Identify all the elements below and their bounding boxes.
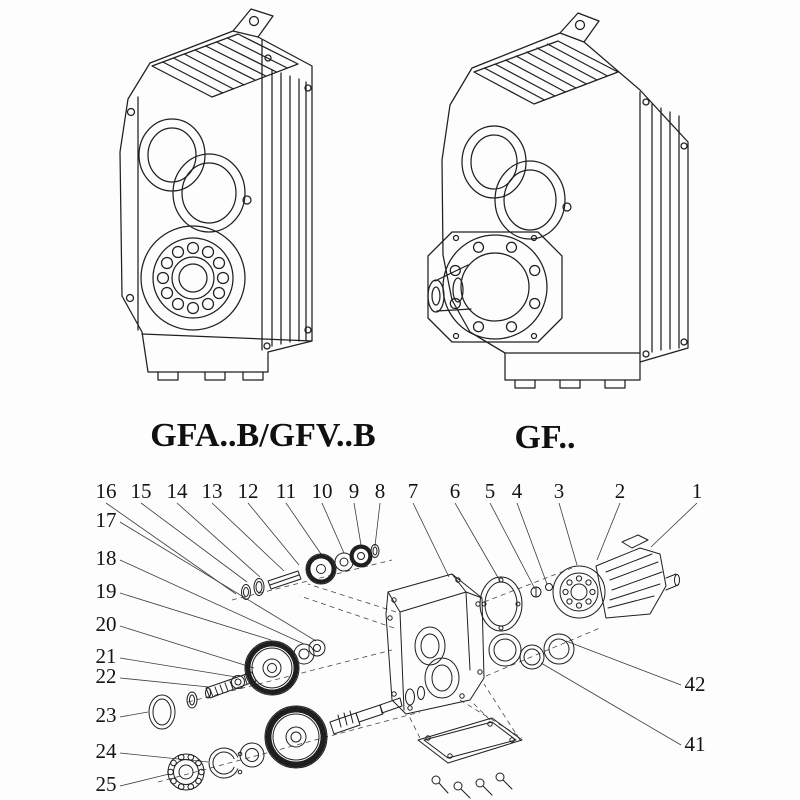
callout-24: 24 <box>96 739 118 763</box>
callout-15: 15 <box>131 479 152 503</box>
callout-8: 8 <box>375 479 386 503</box>
callout-5: 5 <box>485 479 496 503</box>
callout-6: 6 <box>450 479 461 503</box>
output-bearing-detail <box>140 225 246 331</box>
exploded-cover-plate-and-bolts <box>417 717 523 799</box>
callout-23: 23 <box>96 703 117 727</box>
axis-lines <box>157 559 601 783</box>
callout-17: 17 <box>96 508 117 532</box>
leader-lines <box>105 502 698 787</box>
gearbox-drawing-gfab <box>119 8 313 381</box>
callout-9: 9 <box>349 479 360 503</box>
callout-10: 10 <box>312 479 333 503</box>
output-shaft-detail <box>427 264 472 313</box>
callout-13: 13 <box>202 479 223 503</box>
callout-18: 18 <box>96 546 117 570</box>
callout-11: 11 <box>276 479 296 503</box>
exploded-output-gear-parts <box>167 686 425 791</box>
callout-19: 19 <box>96 579 117 603</box>
model-label-gfab: GFA..B/GFV..B <box>150 417 375 454</box>
exploded-input-shaft-parts <box>241 544 380 600</box>
callout-7: 7 <box>408 479 419 503</box>
part-callouts: 16 15 14 13 12 11 10 9 8 7 6 5 4 3 2 1 1… <box>96 479 706 796</box>
gearbox-drawing-gf <box>427 12 689 389</box>
callout-25: 25 <box>96 772 117 796</box>
exploded-diagram: 16 15 14 13 12 11 10 9 8 7 6 5 4 3 2 1 1… <box>96 479 706 799</box>
callout-3: 3 <box>554 479 565 503</box>
callout-21: 21 <box>96 644 117 668</box>
exploded-motor <box>552 534 680 619</box>
callout-14: 14 <box>167 479 189 503</box>
callout-2: 2 <box>615 479 626 503</box>
callout-16: 16 <box>96 479 117 503</box>
output-flange-detail <box>427 231 563 343</box>
callout-1: 1 <box>692 479 703 503</box>
callout-20: 20 <box>96 612 117 636</box>
exploded-housing <box>385 573 485 715</box>
exploded-intermediate-gear-parts <box>186 639 326 709</box>
callout-42: 42 <box>685 672 706 696</box>
exploded-retaining-rings <box>488 633 575 670</box>
exploded-gasket-and-plugs <box>479 576 553 632</box>
callout-4: 4 <box>512 479 523 503</box>
callout-22: 22 <box>96 664 117 688</box>
exploded-oil-seal <box>148 694 176 730</box>
callout-12: 12 <box>238 479 259 503</box>
model-label-gf: GF.. <box>514 419 575 456</box>
callout-41: 41 <box>685 732 706 756</box>
